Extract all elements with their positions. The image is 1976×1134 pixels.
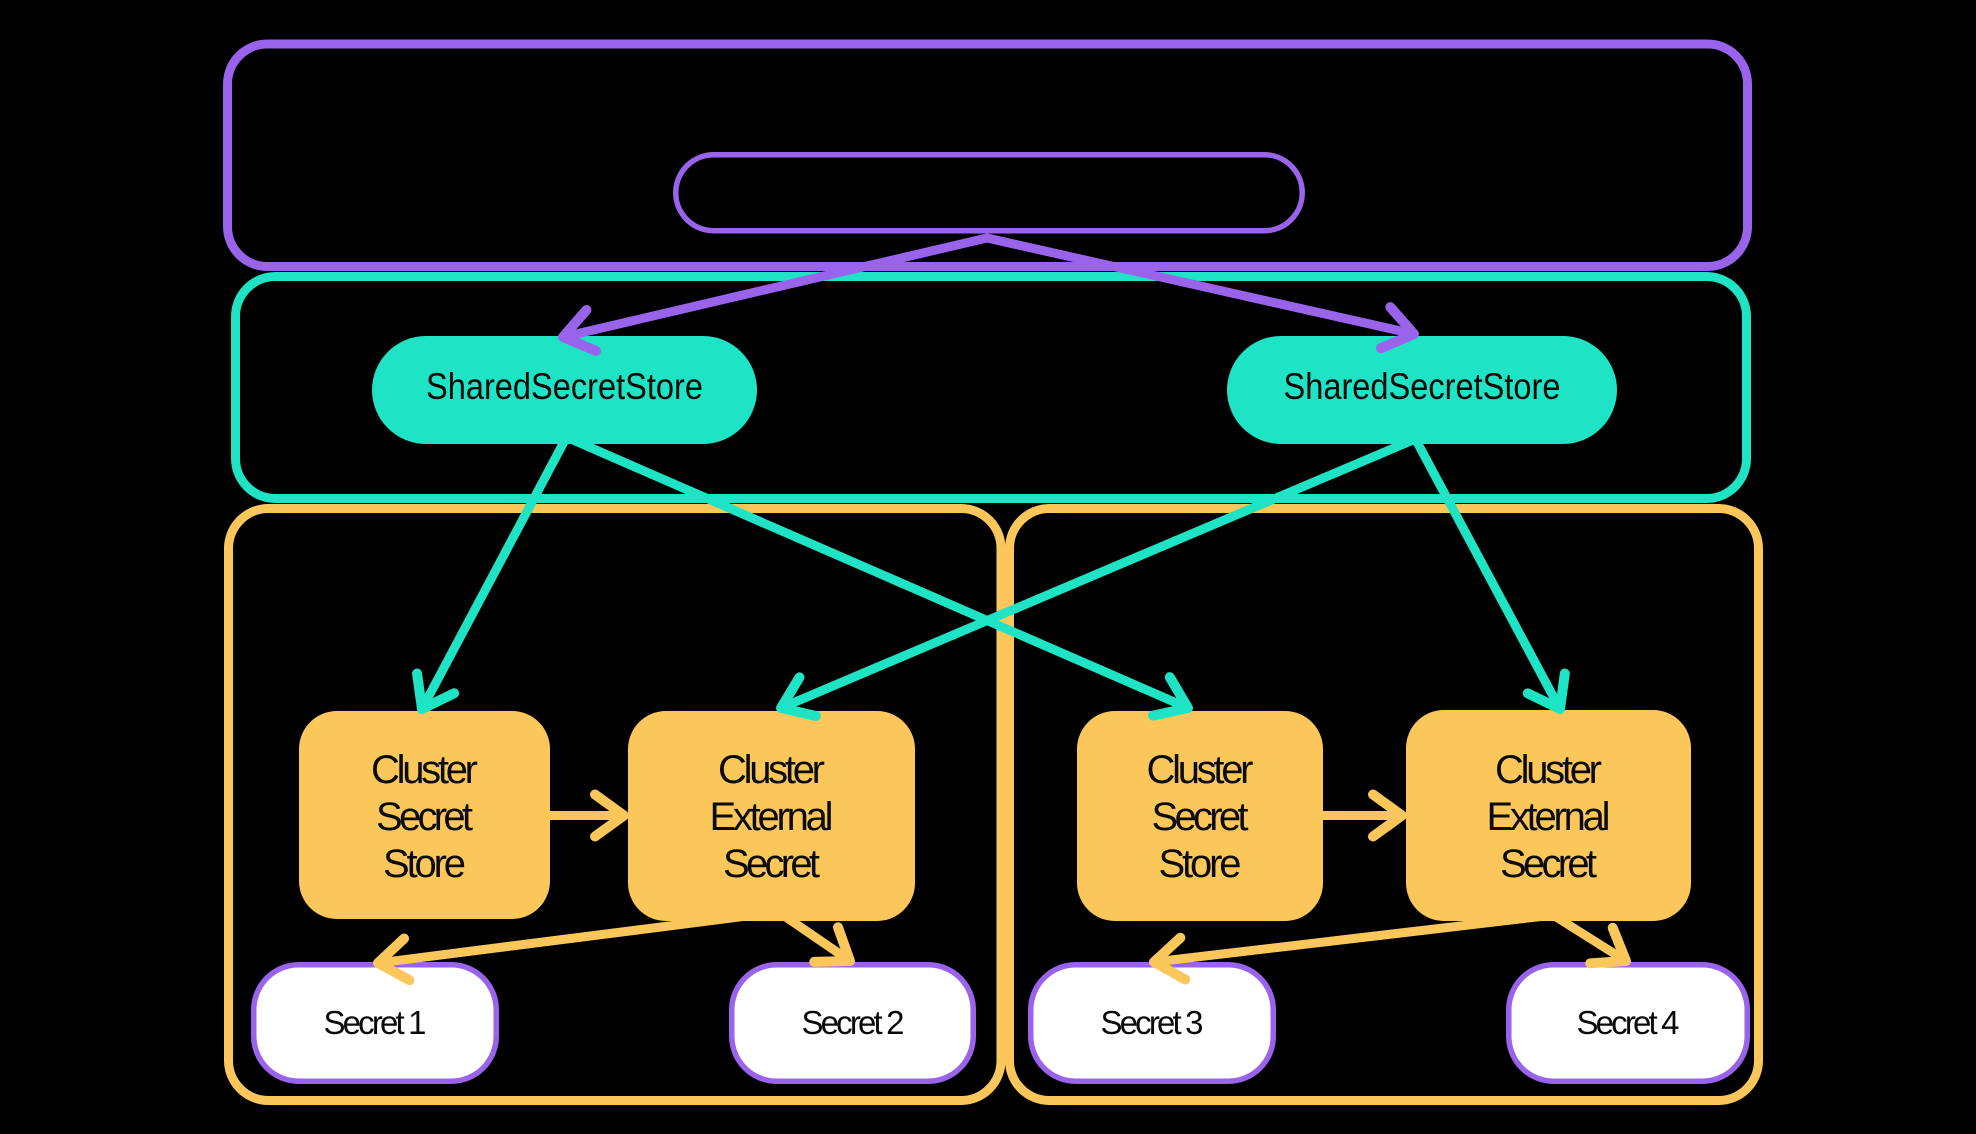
svg-text:External: External <box>1487 795 1611 839</box>
svg-text:Store: Store <box>383 842 466 886</box>
svg-text:Secret: Secret <box>723 842 820 886</box>
svg-text:External: External <box>710 795 834 839</box>
svg-text:Secret: Secret <box>376 795 473 839</box>
svg-text:Secret 3: Secret 3 <box>1101 1004 1204 1041</box>
svg-text:Secret 4: Secret 4 <box>1577 1004 1680 1041</box>
svg-text:Secret 2: Secret 2 <box>802 1004 905 1041</box>
svg-text:Store: Store <box>1159 842 1242 886</box>
svg-text:Cluster: Cluster <box>718 748 825 792</box>
svg-text:SharedSecretStore: SharedSecretStore <box>1284 366 1561 407</box>
svg-text:Cluster: Cluster <box>1495 748 1602 792</box>
svg-text:Cluster: Cluster <box>1147 748 1254 792</box>
svg-text:Secret: Secret <box>1152 795 1249 839</box>
svg-text:Secret: Secret <box>1500 842 1597 886</box>
svg-text:Secret 1: Secret 1 <box>324 1004 427 1041</box>
svg-text:Cluster: Cluster <box>371 748 478 792</box>
svg-text:SharedSecretStore: SharedSecretStore <box>426 366 703 407</box>
